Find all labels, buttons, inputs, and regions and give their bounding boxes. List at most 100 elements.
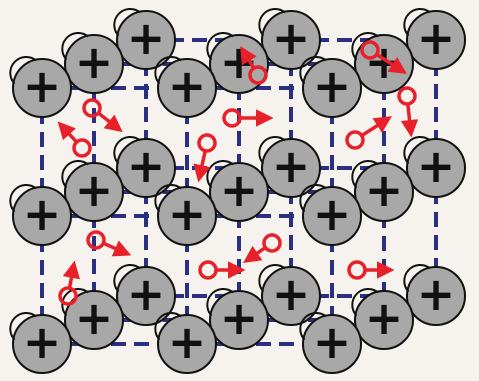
positive-ion-icon: + xyxy=(113,136,176,198)
electron-motion-arrow xyxy=(376,53,407,74)
ion-notch xyxy=(299,312,327,341)
ion-label: + xyxy=(313,315,352,369)
free-electron-icon xyxy=(347,260,395,280)
electron-ring xyxy=(58,286,78,306)
electron-ring xyxy=(72,138,92,158)
ion-body xyxy=(406,138,466,198)
ion-body xyxy=(64,162,124,222)
ion-label: + xyxy=(272,11,311,65)
electron-ring xyxy=(198,260,218,280)
free-electron-icon xyxy=(198,260,246,280)
positive-ion-icon: + xyxy=(258,136,321,198)
ion-label: + xyxy=(272,139,311,193)
ion-notch xyxy=(113,136,141,165)
free-electrons xyxy=(57,40,419,306)
ion-label: + xyxy=(220,291,259,345)
ion-notch xyxy=(154,56,182,85)
positive-ion-icon: + xyxy=(351,288,414,350)
ion-body xyxy=(261,266,321,326)
ion-notch xyxy=(258,136,286,165)
ion-label: + xyxy=(127,267,166,321)
positive-ion-icon: + xyxy=(403,136,466,198)
positive-ion-icon: + xyxy=(9,312,72,374)
ion-label: + xyxy=(272,267,311,321)
positive-ion-icon: + xyxy=(403,8,466,70)
ion-body xyxy=(157,186,217,246)
positive-ions: +++++++++++++++++++++++++++ xyxy=(9,8,466,374)
ion-body xyxy=(12,58,72,118)
ion-notch xyxy=(206,32,234,61)
ion-body xyxy=(12,314,72,374)
positive-ion-icon: + xyxy=(113,8,176,70)
ion-body xyxy=(157,314,217,374)
ion-label: + xyxy=(313,59,352,113)
ion-body xyxy=(302,186,362,246)
electron-motion-arrow xyxy=(361,116,392,137)
positive-ion-icon: + xyxy=(206,288,269,350)
ion-notch xyxy=(403,8,431,37)
ion-label: + xyxy=(23,59,62,113)
free-electron-icon xyxy=(240,46,268,85)
ion-label: + xyxy=(220,163,259,217)
ion-body xyxy=(209,290,269,350)
electron-motion-arrow xyxy=(103,240,132,257)
positive-ion-icon: + xyxy=(299,312,362,374)
electron-motion-arrow xyxy=(240,46,257,69)
ion-body xyxy=(64,34,124,94)
positive-ion-icon: + xyxy=(299,56,362,118)
positive-ion-icon: + xyxy=(113,264,176,326)
ion-body xyxy=(261,10,321,70)
electron-ring xyxy=(197,133,217,153)
electron-motion-arrow xyxy=(57,121,78,143)
electron-ring xyxy=(347,260,367,280)
free-electron-icon xyxy=(397,86,419,138)
positive-ion-icon: + xyxy=(351,160,414,222)
ion-notch xyxy=(206,288,234,317)
free-electron-icon xyxy=(57,121,92,158)
ion-label: + xyxy=(313,187,352,241)
ion-notch xyxy=(61,288,89,317)
free-electron-icon xyxy=(58,260,81,306)
free-electron-icon xyxy=(86,230,132,257)
electron-motion-arrow xyxy=(62,260,81,288)
ion-label: + xyxy=(75,163,114,217)
positive-ion-icon: + xyxy=(299,184,362,246)
ion-body xyxy=(64,290,124,350)
ion-notch xyxy=(258,8,286,37)
positive-ion-icon: + xyxy=(403,264,466,326)
ion-label: + xyxy=(417,139,456,193)
ion-label: + xyxy=(417,267,456,321)
electron-ring xyxy=(248,65,268,85)
ion-label: + xyxy=(23,187,62,241)
electron-ring xyxy=(86,230,106,250)
ion-body xyxy=(406,266,466,326)
ion-body xyxy=(354,34,414,94)
ion-label: + xyxy=(417,11,456,65)
ion-notch xyxy=(113,264,141,293)
free-electron-icon xyxy=(360,40,407,74)
ion-body xyxy=(157,58,217,118)
ion-body xyxy=(116,10,176,70)
positive-ion-icon: + xyxy=(258,264,321,326)
electron-motion-arrow xyxy=(400,104,419,138)
ion-notch xyxy=(61,160,89,189)
electron-ring xyxy=(82,98,102,118)
positive-ion-icon: + xyxy=(206,160,269,222)
ion-notch xyxy=(403,264,431,293)
positive-ion-icon: + xyxy=(154,312,217,374)
free-electron-icon xyxy=(193,133,217,183)
electron-ring xyxy=(262,233,282,253)
ion-notch xyxy=(299,184,327,213)
ion-label: + xyxy=(365,163,404,217)
ion-body xyxy=(209,162,269,222)
electron-motion-arrow xyxy=(97,112,123,133)
positive-ion-icon: + xyxy=(9,184,72,246)
ion-label: + xyxy=(168,315,207,369)
free-electron-icon xyxy=(345,116,392,150)
free-electron-icon xyxy=(243,233,282,263)
ion-notch xyxy=(351,160,379,189)
ion-notch xyxy=(9,184,37,213)
ion-notch xyxy=(351,32,379,61)
electron-ring xyxy=(360,40,380,60)
